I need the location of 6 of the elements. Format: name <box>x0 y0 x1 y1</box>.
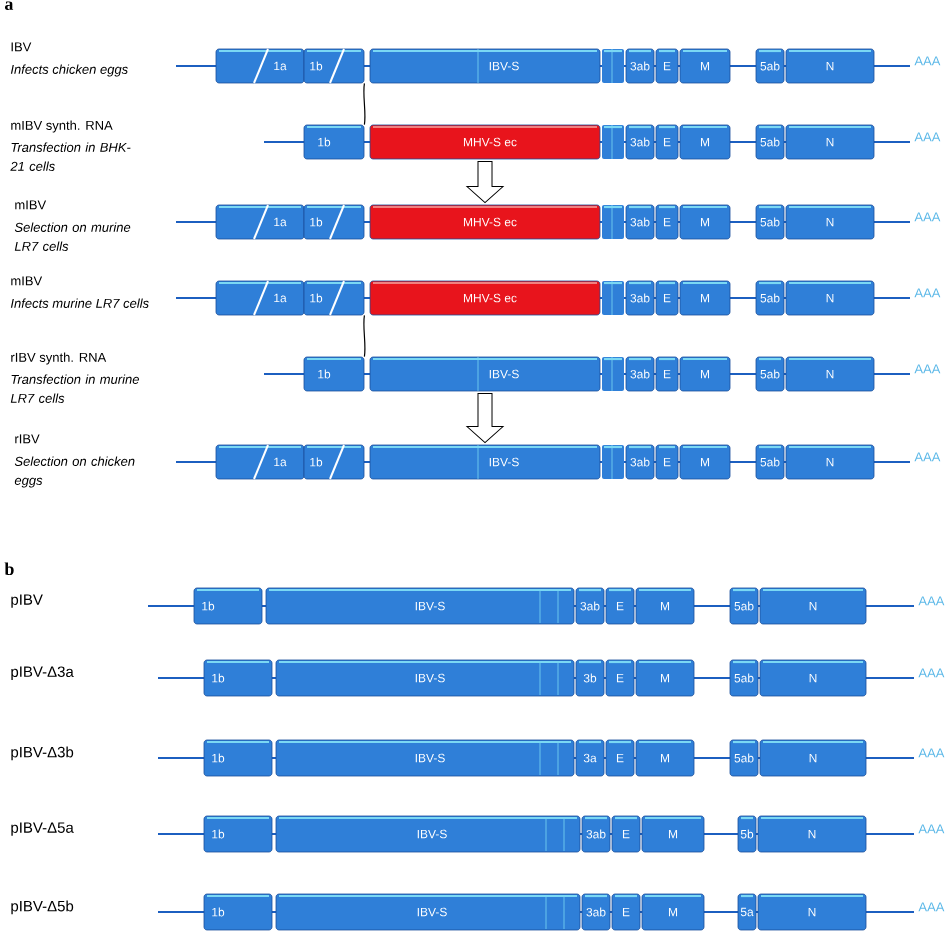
panel-letter: a <box>4 1 14 11</box>
panel-letter: b <box>4 562 14 576</box>
block-arrow <box>466 392 504 444</box>
block-arrow <box>466 160 504 204</box>
connector-line <box>363 82 366 126</box>
connector-line <box>363 314 366 358</box>
